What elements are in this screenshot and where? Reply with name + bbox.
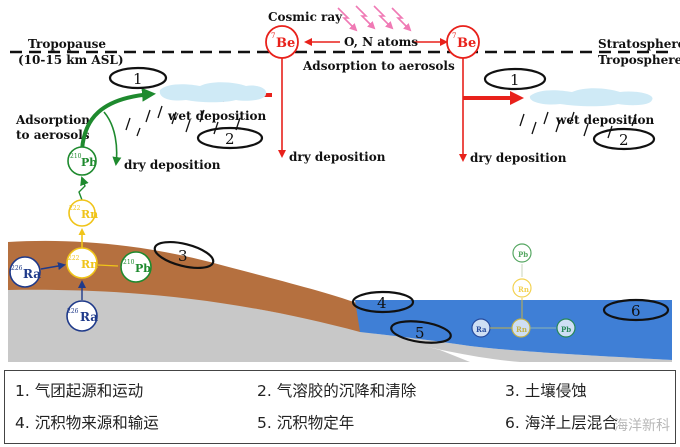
ocean-pb210-top [512,243,532,263]
marker-2-right: 2 [592,127,656,151]
pb210-air-symbol: Pb [81,156,97,169]
bedrock [8,287,470,362]
legend-item-1: 1. 气团起源和运动 [15,382,144,400]
cosmic-ray-label: Cosmic ray [268,10,343,24]
ra226-soil-mass: 226 [11,265,23,272]
pb210-soil-symbol: Pb [135,262,151,275]
marker-1-left: 1 [108,66,168,90]
be7-left-mass: 7 [271,32,275,40]
pb210-soil-circle [120,251,152,283]
adsorption-top-label: Adsorption to aerosols [302,59,455,73]
ocean-pb210-top-label: Pb [518,250,528,259]
o-n-atoms-label: O, N atoms [344,35,418,49]
ocean-isotopes: Pb Rn Ra Rn Pb [471,243,576,338]
rn222-soil-circle [66,247,98,279]
adsorption-left-label-2: to aerosols [16,128,90,142]
stratosphere-label: Stratosphere [598,37,680,51]
pb210-soil-mass: 210 [123,259,135,266]
be7-right-symbol: Be [457,36,476,51]
adsorption-left-label-1: Adsorption [15,113,90,127]
marker-4: 4 [351,290,415,314]
legend-item-2: 2. 气溶胶的沉降和清除 [257,382,417,400]
pb210-air-circle [67,146,97,176]
rn222-air-symbol: Rn [81,208,98,221]
marker-1-left-label: 1 [133,70,143,88]
rn222-soil-mass: 222 [68,255,80,262]
legend-box: 1. 气团起源和运动 2. 气溶胶的沉降和清除 3. 土壤侵蚀 4. 沉积物来源… [4,370,676,444]
marker-2-left: 2 [196,126,264,150]
rn-to-pb-arrow [78,176,89,201]
rn222-air-mass: 222 [69,205,81,212]
marker-3-label: 3 [178,247,188,265]
watermark: 海洋新科 [614,418,670,434]
ra-to-rn-arrow [40,262,66,270]
marker-5: 5 [390,320,452,344]
ocean-rn222-label: Rn [518,285,529,294]
legend-item-4: 4. 沉积物来源和输运 [15,414,159,432]
wet-deposition-label-left: wet deposition [167,109,267,123]
pb210-dry-deposition-arrow [103,111,122,166]
marker-2-right-label: 2 [619,131,629,149]
pb210-air-mass: 210 [70,153,82,160]
tropopause-label: Tropopause [28,37,106,51]
rain-right [519,111,637,139]
cloud-left [159,82,267,103]
dry-deposition-label-right: dry deposition [470,151,567,165]
ocean-ra226-label: Ra [476,325,487,334]
ra226-rock-mass: 226 [67,308,79,315]
legend-item-6: 6. 海洋上层混合 [505,414,618,432]
ocean-pb210-low [556,318,576,338]
be7-left-symbol: Be [276,36,295,51]
marker-3: 3 [153,240,215,270]
tropopause-height-label: (10-15 km ASL) [18,53,124,67]
rn222-soil-symbol: Rn [81,258,98,271]
ocean-pb210-low-label: Pb [561,325,571,334]
legend-item-5: 5. 沉积物定年 [257,414,355,432]
rn-to-pb-soil-link [97,264,119,267]
dry-deposition-label-left: dry deposition [124,158,221,172]
ocean-rn222 [512,278,532,298]
wet-deposition-label-right: wet deposition [555,113,655,127]
pb210-transport-arrow [80,87,156,151]
rn222-air-circle [68,199,96,227]
marker-1-right-label: 1 [510,71,520,89]
be7-right-mass: 7 [452,32,456,40]
ra226-rock-circle [66,300,98,332]
marker-2-left-label: 2 [225,130,235,148]
ocean-rn222-low-label: Rn [516,325,527,334]
diagram-canvas: Cosmic ray Tropopause (10-15 km ASL) Str… [8,5,680,362]
marker-6-label: 6 [631,302,641,320]
marker-5-label: 5 [415,324,425,342]
seafloor [360,332,672,362]
troposphere-label: Troposphere [598,53,680,67]
ra226-soil-circle [9,256,41,288]
marker-6: 6 [602,298,670,322]
legend-item-3: 3. 土壤侵蚀 [505,382,587,400]
dry-deposition-label-center: dry deposition [289,150,386,164]
cosmic-ray-arrows [337,5,412,32]
cloud-right [529,88,653,107]
ra226-soil-symbol: Ra [23,267,41,281]
marker-4-label: 4 [377,294,387,312]
marker-1-right: 1 [483,67,547,91]
ra226-rock-symbol: Ra [80,310,98,324]
